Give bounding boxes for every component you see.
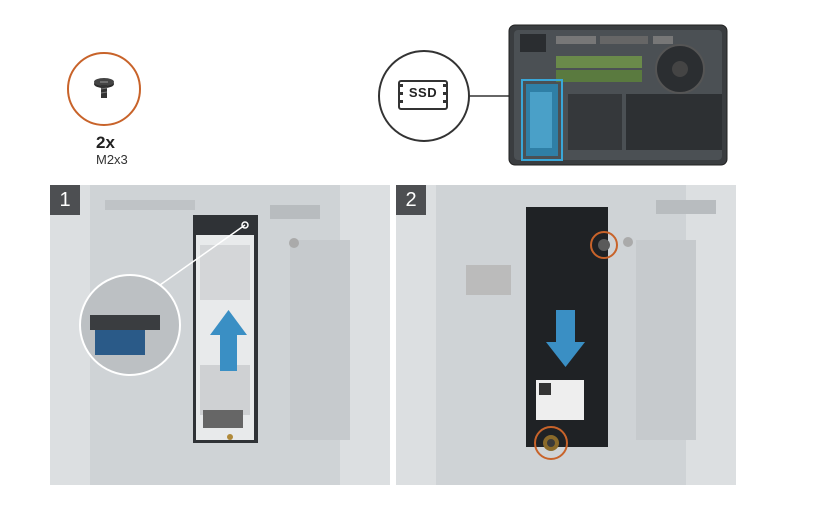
step-number-badge: 2 <box>396 185 426 215</box>
laptop-overview <box>508 24 728 166</box>
screw-callout-circle <box>67 52 141 126</box>
ssd-label: SSD <box>408 85 438 100</box>
arrow-down-icon <box>546 310 585 367</box>
step-1-panel: 1 <box>50 185 390 485</box>
arrow-up-icon <box>210 310 247 371</box>
ssd-icon <box>398 80 448 110</box>
step-2-illustration <box>436 185 716 485</box>
step-number-badge: 1 <box>50 185 80 215</box>
screw-quantity: 2x <box>96 133 115 152</box>
step-1-illustration <box>79 185 350 485</box>
screw-size: M2x3 <box>96 152 128 167</box>
step-2-panel: 2 <box>396 185 736 485</box>
screw-icon <box>94 78 114 98</box>
